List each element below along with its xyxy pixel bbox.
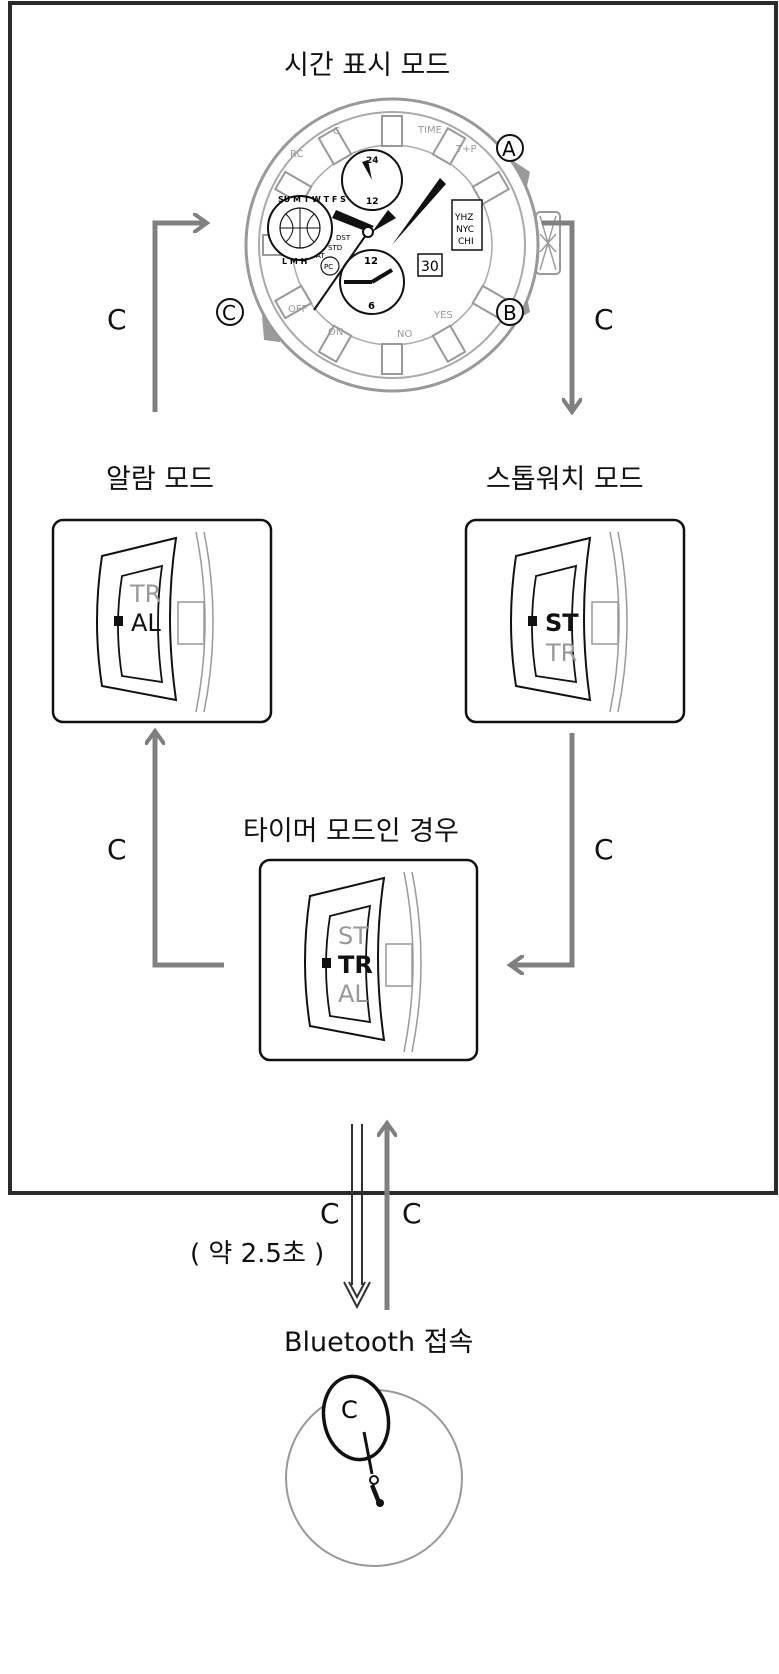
alarm-panel-al: AL: [131, 609, 161, 637]
bluetooth-watch-face: [285, 1374, 463, 1567]
bezel-mark-rc: RC: [290, 149, 303, 160]
alarm-panel: [51, 518, 273, 724]
arrow-label-c: C: [594, 303, 614, 336]
svg-text:STD: STD: [328, 244, 342, 252]
timekeeping-mode-label: 시간 표시 모드: [284, 50, 451, 81]
stopwatch-panel-tr: TR: [545, 639, 577, 667]
svg-text:12: 12: [364, 256, 378, 267]
timer-panel: [258, 858, 479, 1062]
arrow-label-c: C: [594, 833, 614, 866]
bezel-mark-off: OFF: [288, 304, 308, 315]
svg-text:CHI: CHI: [458, 237, 474, 247]
arrow-label-c: C: [402, 1197, 422, 1230]
svg-text:L M H: L M H: [282, 257, 307, 266]
svg-text:6: 6: [368, 301, 375, 312]
timer-panel-al: AL: [338, 980, 368, 1008]
arrow-label-c: C: [320, 1197, 340, 1230]
stopwatch-mode-label: 스톱워치 모드: [486, 464, 644, 495]
bluetooth-c-button: [321, 1374, 391, 1462]
arrow-time-to-bluetooth: [343, 1124, 371, 1310]
svg-text:AT: AT: [316, 252, 325, 260]
svg-text:A: A: [502, 137, 516, 161]
svg-text:PC: PC: [324, 263, 333, 271]
main-frame: [8, 1, 778, 1195]
svg-text:YHZ: YHZ: [454, 213, 473, 223]
city-window: [451, 199, 483, 251]
bezel-mark-c: C: [333, 126, 340, 137]
alarm-panel-tr: TR: [129, 580, 161, 608]
svg-text:12: 12: [366, 197, 379, 207]
svg-text:30: 30: [421, 259, 439, 275]
timer-panel-tr: TR: [338, 951, 373, 979]
arrow-alarm-to-time: [152, 223, 205, 412]
bezel-mark-time: TIME: [417, 125, 442, 136]
bezel-mark-yes: YES: [433, 310, 453, 321]
watch-illustration: C TIME T+P RC OFF ON NO YES 24 12 12 6 S…: [244, 97, 561, 393]
svg-text:NYC: NYC: [456, 225, 474, 235]
bluetooth-label: Bluetooth 접속: [284, 1327, 474, 1358]
bezel-mark-no: NO: [397, 329, 412, 340]
button-c[interactable]: C: [216, 298, 244, 326]
svg-text:DST: DST: [336, 234, 351, 242]
arrow-label-c: C: [107, 833, 127, 866]
bezel-mark-tp: T+P: [455, 144, 477, 155]
stopwatch-panel-st: ST: [545, 609, 579, 637]
bluetooth-button-c: C: [341, 1396, 358, 1424]
arrow-time-to-stopwatch: [542, 220, 572, 410]
button-b[interactable]: B: [496, 298, 524, 326]
arrow-timer-to-alarm: [155, 733, 224, 968]
svg-text:SU M T W T F S: SU M T W T F S: [278, 195, 346, 204]
button-a[interactable]: A: [496, 134, 524, 162]
hold-duration-note: ( 약 2.5초 ): [190, 1239, 325, 1269]
arrow-label-c: C: [107, 303, 127, 336]
arrow-stopwatch-to-timer: [512, 733, 575, 965]
date-window: [417, 253, 443, 277]
hour-minute-hands: [392, 178, 446, 245]
timer-mode-label: 타이머 모드인 경우: [243, 816, 459, 847]
bezel-mark-on: ON: [328, 327, 343, 338]
stopwatch-panel: [464, 518, 686, 724]
timer-panel-st: ST: [338, 922, 368, 950]
svg-text:B: B: [503, 301, 517, 325]
alarm-mode-label: 알람 모드: [106, 464, 214, 495]
svg-text:24: 24: [366, 156, 379, 166]
svg-text:C: C: [222, 301, 236, 325]
